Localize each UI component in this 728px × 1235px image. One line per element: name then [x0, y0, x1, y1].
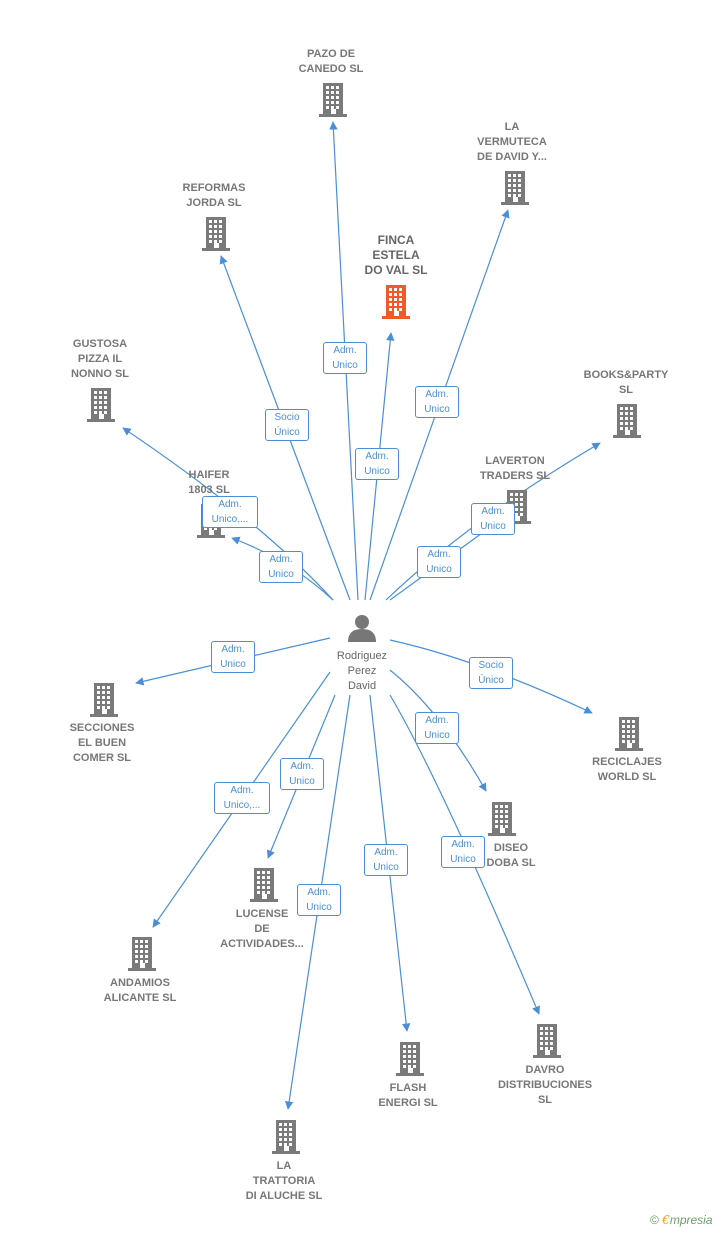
brand-logo-initial: € [662, 1213, 670, 1227]
building-icon[interactable] [84, 386, 118, 422]
building-icon[interactable] [125, 935, 159, 971]
company-name[interactable]: HAIFER 1803 SL [188, 469, 230, 496]
company-name[interactable]: SECCIONES EL BUEN COMER SL [69, 722, 135, 764]
relation-label[interactable]: Adm. Unico [415, 712, 459, 744]
company-name[interactable]: ANDAMIOS ALICANTE SL [103, 977, 177, 1004]
relation-label[interactable]: Adm. Unico [280, 758, 324, 790]
brand-logo: © €mpresia [650, 1213, 713, 1227]
relation-label[interactable]: Adm. Unico [471, 503, 515, 535]
company-name[interactable]: DAVRO DISTRIBUCIONES SL [497, 1064, 593, 1106]
building-icon[interactable] [247, 866, 281, 902]
building-icon[interactable] [269, 1118, 303, 1154]
relation-label[interactable]: Adm. Unico [211, 641, 255, 673]
company-name[interactable]: LUCENSE DE ACTIVIDADES... [220, 908, 304, 950]
relation-label[interactable]: Socio Único [469, 657, 513, 689]
company-name[interactable]: REFORMAS JORDA SL [182, 182, 246, 209]
company-name[interactable]: DISEO DOBA SL [486, 842, 536, 869]
person-icon[interactable] [347, 613, 377, 643]
relation-label[interactable]: Adm. Unico [323, 342, 367, 374]
building-icon[interactable] [612, 715, 646, 751]
relation-label[interactable]: Adm. Unico [297, 884, 341, 916]
copyright-symbol: © [650, 1213, 659, 1227]
relation-edge [389, 694, 540, 1015]
building-icon[interactable] [316, 81, 350, 117]
brand-logo-name: mpresia [669, 1213, 713, 1227]
relation-label[interactable]: Adm. Unico [355, 448, 399, 480]
company-name[interactable]: PAZO DE CANEDO SL [298, 48, 364, 75]
company-name[interactable]: LA TRATTORIA DI ALUCHE SL [245, 1160, 323, 1202]
building-icon[interactable] [530, 1022, 564, 1058]
relation-label[interactable]: Adm. Unico,... [214, 782, 270, 814]
person-name[interactable]: Rodriguez Perez David [336, 650, 388, 692]
relation-label[interactable]: Adm. Unico [259, 551, 303, 583]
company-name[interactable]: BOOKS&PARTY SL [583, 369, 669, 396]
company-name[interactable]: GUSTOSA PIZZA IL NONNO SL [70, 338, 130, 380]
relation-label[interactable]: Adm. Unico [417, 546, 461, 578]
building-icon[interactable] [199, 215, 233, 251]
building-icon[interactable] [610, 402, 644, 438]
relation-label[interactable]: Adm. Unico [364, 844, 408, 876]
company-name[interactable]: FINCA ESTELA DO VAL SL [364, 233, 428, 277]
relation-label[interactable]: Socio Único [265, 409, 309, 441]
relation-label[interactable]: Adm. Unico,... [202, 496, 258, 528]
company-name[interactable]: LA VERMUTECA DE DAVID Y... [477, 121, 547, 163]
relation-label[interactable]: Adm. Unico [441, 836, 485, 868]
relation-label[interactable]: Adm. Unico [415, 386, 459, 418]
building-icon[interactable] [498, 169, 532, 205]
company-name[interactable]: RECICLAJES WORLD SL [592, 756, 662, 783]
building-icon[interactable] [485, 800, 519, 836]
company-name[interactable]: FLASH ENERGI SL [378, 1082, 438, 1109]
building-icon[interactable] [393, 1040, 427, 1076]
company-name[interactable]: LAVERTON TRADERS SL [479, 455, 551, 482]
building-icon[interactable] [379, 283, 413, 319]
building-icon[interactable] [87, 681, 121, 717]
